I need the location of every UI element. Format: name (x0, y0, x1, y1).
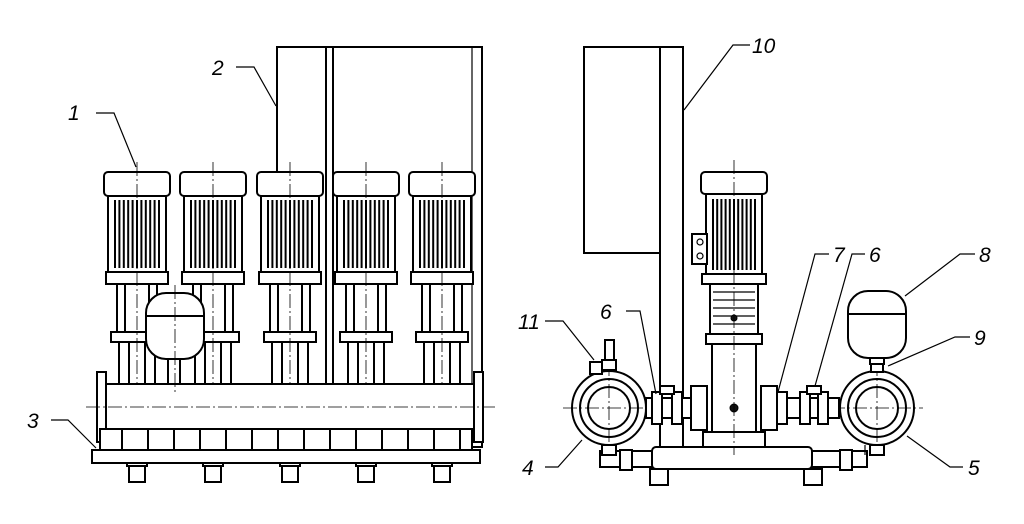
pump-unit (256, 162, 324, 483)
callout-9: 9 (974, 327, 986, 350)
callout-8: 8 (979, 244, 991, 267)
discharge-header-left (563, 339, 655, 456)
side-view (563, 46, 923, 486)
callout-3: 3 (27, 410, 39, 433)
callout-5: 5 (968, 457, 980, 480)
callout-1: 1 (68, 102, 80, 125)
callout-11: 11 (518, 311, 540, 334)
pump-unit (332, 162, 400, 483)
control-cabinet-side (583, 46, 684, 448)
expansion-tank-side (847, 290, 907, 365)
front-view (86, 46, 495, 483)
callout-7: 7 (833, 244, 846, 267)
suction-header-right (831, 361, 923, 456)
side-base-frame (599, 445, 868, 486)
manifold-pipe (86, 371, 495, 443)
leader-lines (51, 44, 975, 468)
expansion-tank-front (145, 285, 205, 392)
pump-row (103, 162, 476, 483)
callout-10: 10 (752, 35, 776, 58)
callout-labels: 1 2 3 4 5 6 6 7 8 9 10 11 (27, 35, 991, 480)
callout-2: 2 (211, 57, 224, 80)
base-frame (91, 428, 481, 464)
valve-and-pipe-right (760, 385, 840, 431)
pump-unit (408, 162, 476, 483)
pump-unit (179, 162, 247, 483)
pump-side (691, 160, 768, 455)
callout-4: 4 (522, 457, 534, 480)
valve-and-pipe-left (645, 385, 708, 431)
callout-6-left: 6 (600, 301, 612, 324)
callout-6-right: 6 (869, 244, 881, 267)
